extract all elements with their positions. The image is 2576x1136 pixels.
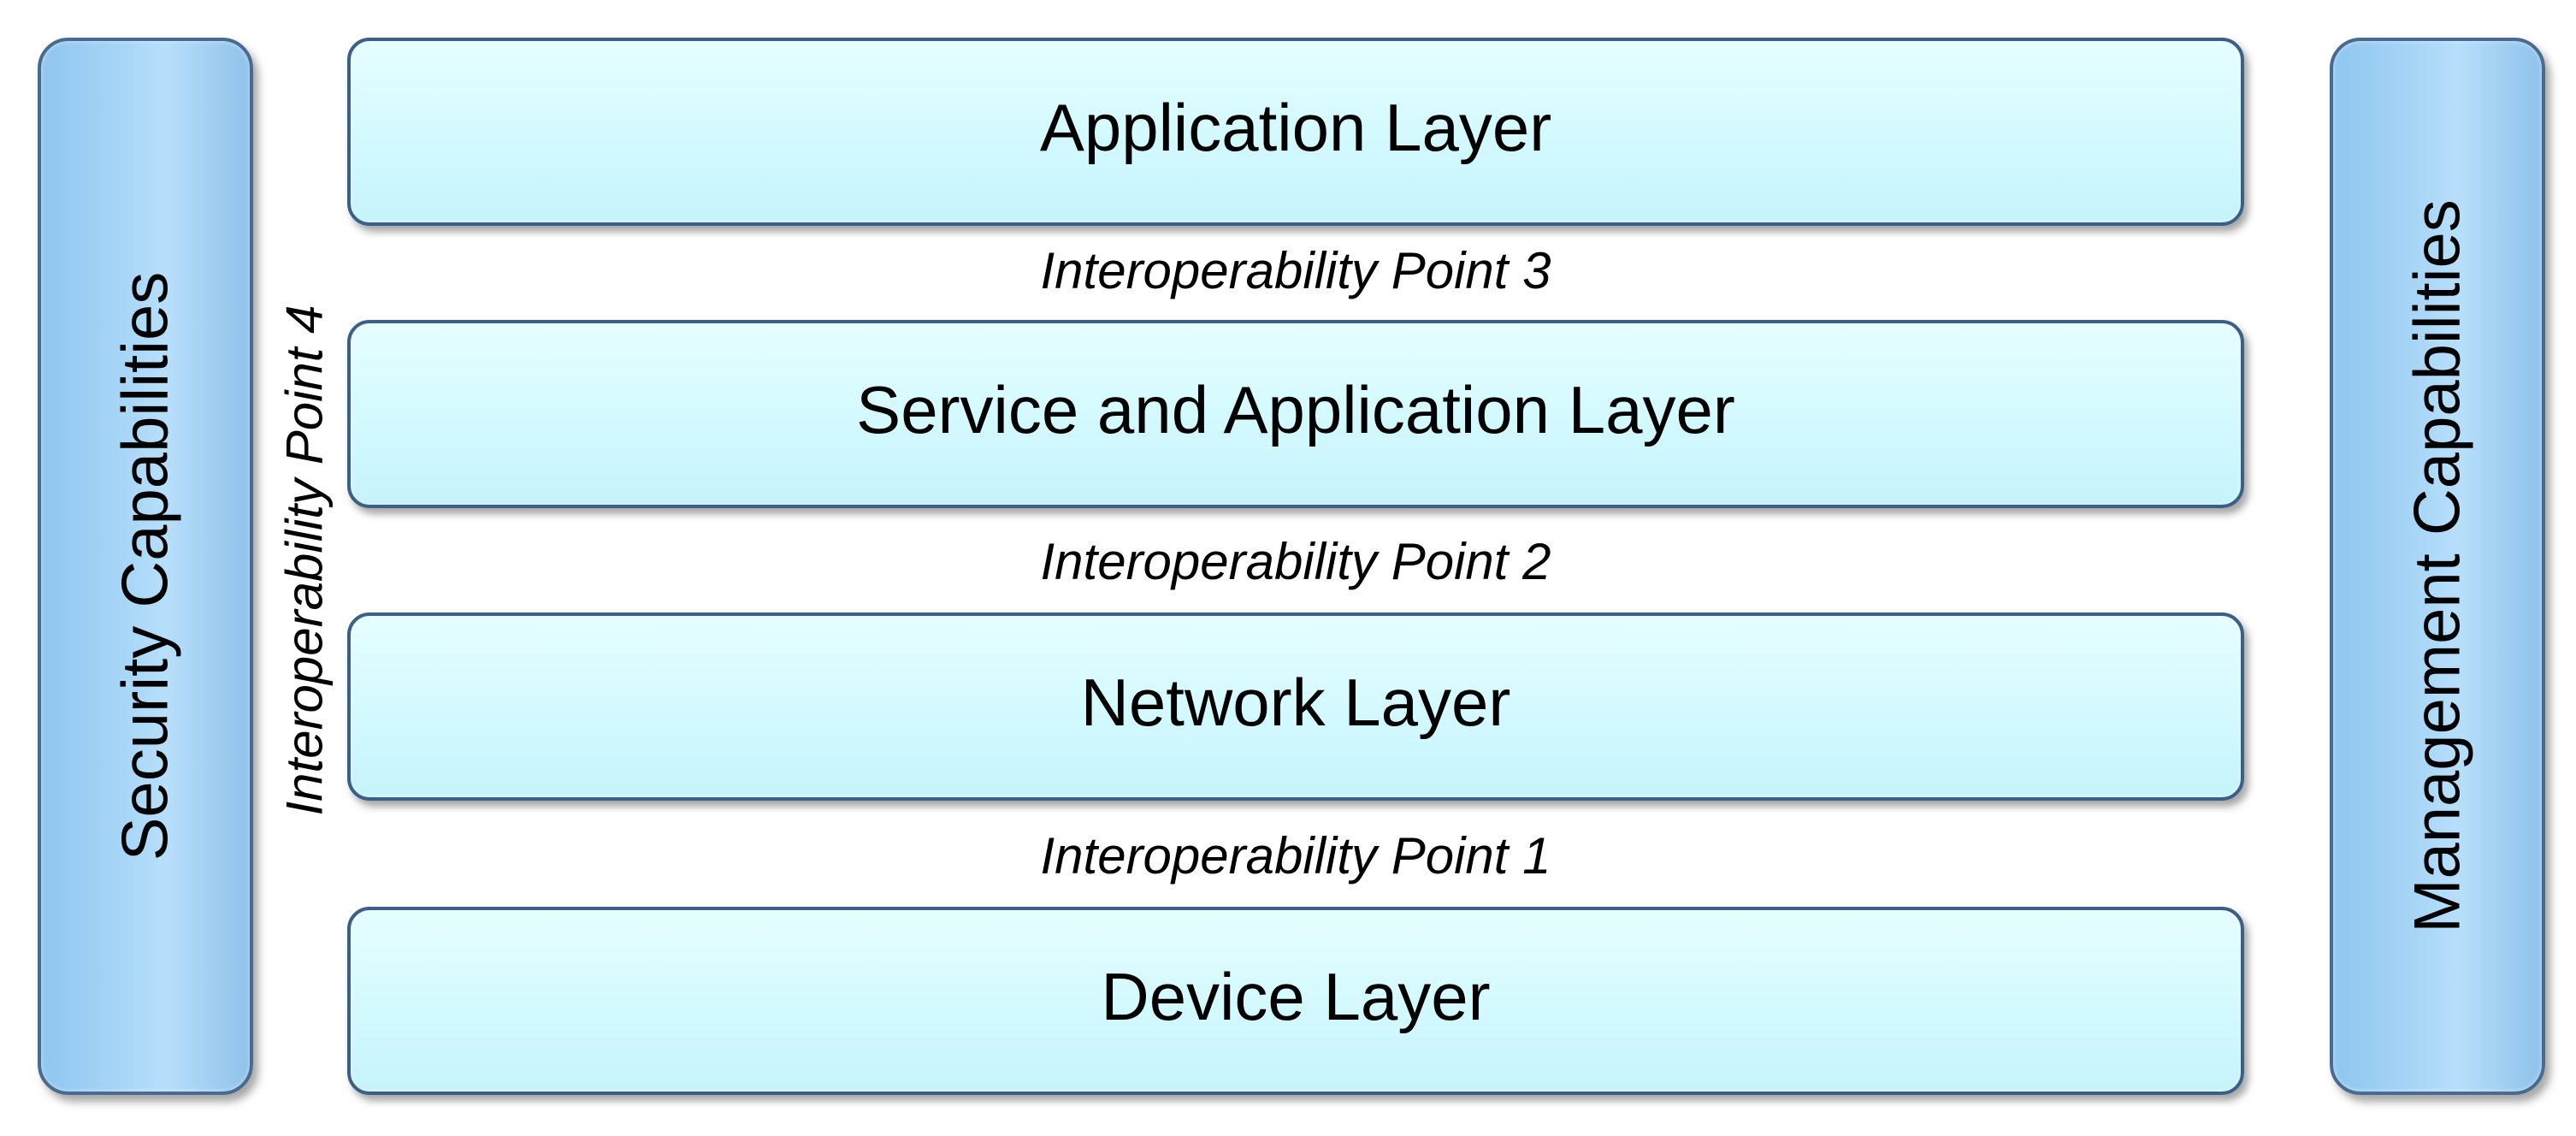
device-layer-box: Device Layer (347, 907, 2244, 1095)
application-layer-box: Application Layer (347, 38, 2244, 226)
interoperability-point-1-label: Interoperability Point 1 (1040, 827, 1551, 885)
management-capabilities-pillar: Management Capabilities (2330, 38, 2545, 1095)
interoperability-point-4-label: Interoperability Point 4 (275, 305, 334, 816)
security-capabilities-label: Security Capabilities (109, 271, 182, 861)
management-capabilities-label: Management Capabilities (2401, 199, 2474, 933)
device-layer-label: Device Layer (1101, 958, 1491, 1034)
service-and-application-layer-box: Service and Application Layer (347, 320, 2244, 508)
service-and-application-layer-label: Service and Application Layer (856, 371, 1735, 447)
interoperability-point-3-label: Interoperability Point 3 (1040, 242, 1551, 299)
security-capabilities-pillar: Security Capabilities (38, 38, 253, 1095)
application-layer-label: Application Layer (1039, 89, 1552, 165)
network-layer-box: Network Layer (347, 612, 2244, 801)
interoperability-point-2-label: Interoperability Point 2 (1040, 533, 1551, 590)
network-layer-label: Network Layer (1080, 664, 1511, 740)
